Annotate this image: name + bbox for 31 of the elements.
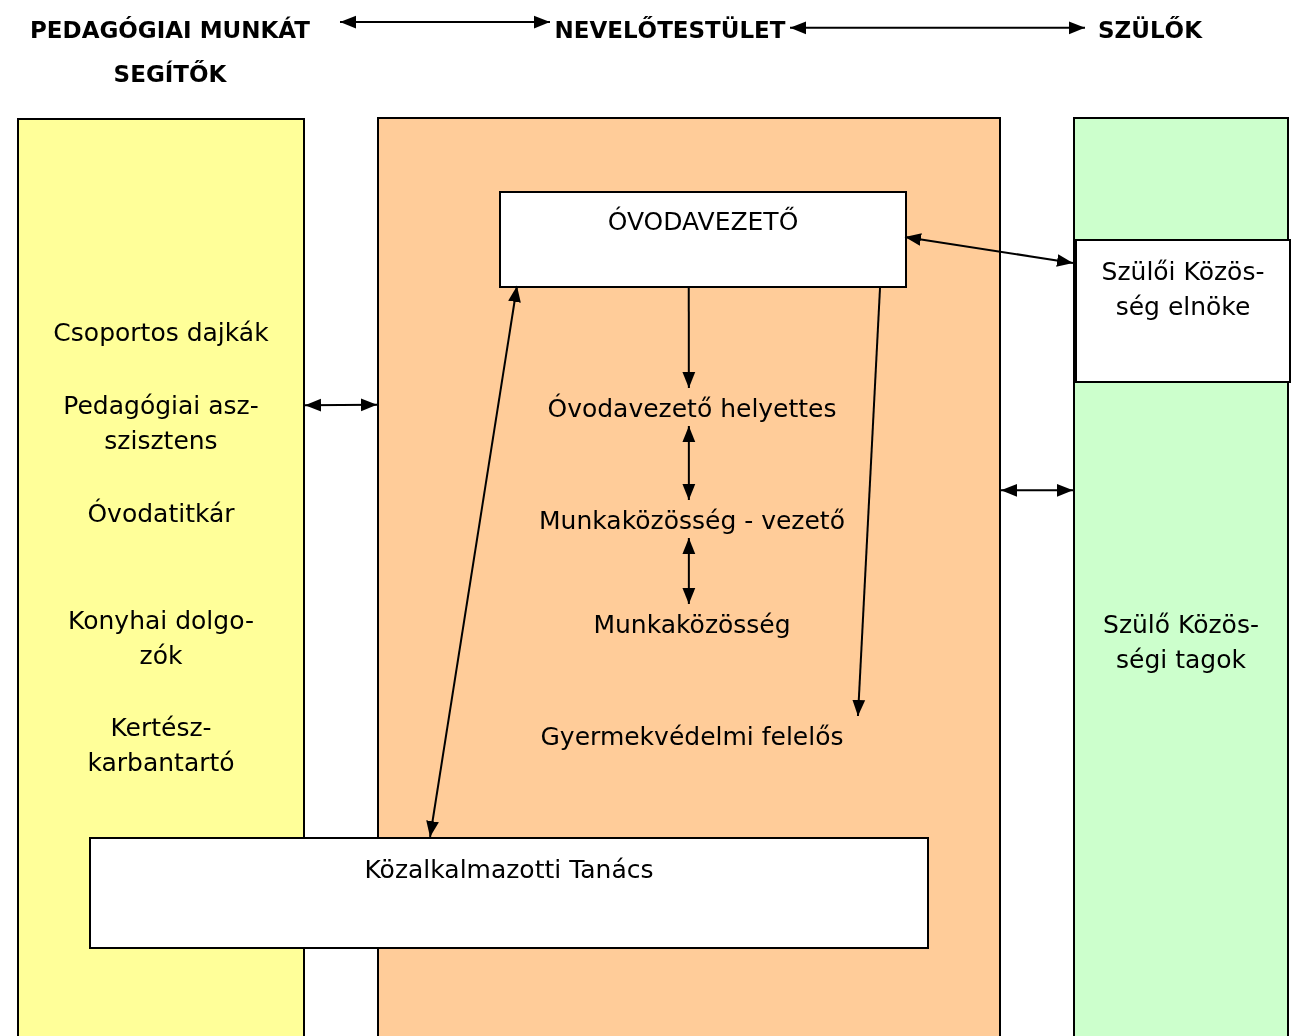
header-text: SZÜLŐK bbox=[1085, 8, 1215, 52]
arrow bbox=[682, 425, 696, 501]
role-label: Óvodatitkár bbox=[86, 497, 236, 530]
role-label: Konyhai dolgo- zók bbox=[67, 605, 255, 672]
arrow bbox=[682, 537, 696, 605]
role-text: Munkaközösség - vezető bbox=[502, 502, 882, 540]
header-text: PEDAGÓGIAI MUNKÁT SEGÍTŐK bbox=[0, 8, 340, 102]
role-box bbox=[1075, 239, 1291, 383]
role-box bbox=[89, 837, 929, 949]
arrow bbox=[339, 15, 551, 29]
role-label: Pedagógiai asz- szisztens bbox=[62, 390, 260, 457]
role-label: Közalkalmazotti Tanács bbox=[363, 854, 655, 886]
role-text: Munkaközösség bbox=[502, 606, 882, 644]
arrow bbox=[904, 233, 1074, 267]
column-panel bbox=[1073, 117, 1289, 1036]
arrow bbox=[1000, 483, 1074, 497]
arrow bbox=[426, 285, 521, 838]
role-label: Szülői Közös- ség elnöke bbox=[1100, 256, 1266, 323]
role-text: Óvodavezető helyettes bbox=[502, 390, 882, 428]
arrow bbox=[852, 285, 882, 717]
role-text: Gyermekvédelmi felelős bbox=[502, 718, 882, 756]
column-panel bbox=[17, 118, 305, 1036]
header-text: NEVELŐTESTÜLET bbox=[550, 8, 790, 52]
role-label: Csoportos dajkák bbox=[52, 317, 270, 349]
arrow bbox=[682, 285, 696, 389]
arrow bbox=[304, 398, 378, 412]
arrow bbox=[789, 21, 1086, 35]
role-label: Szülő Közös- ségi tagok bbox=[1102, 609, 1260, 676]
role-label: Kertész- karbantartó bbox=[86, 712, 236, 779]
role-label: ÓVODAVEZETŐ bbox=[606, 205, 800, 238]
role-box bbox=[499, 191, 907, 288]
